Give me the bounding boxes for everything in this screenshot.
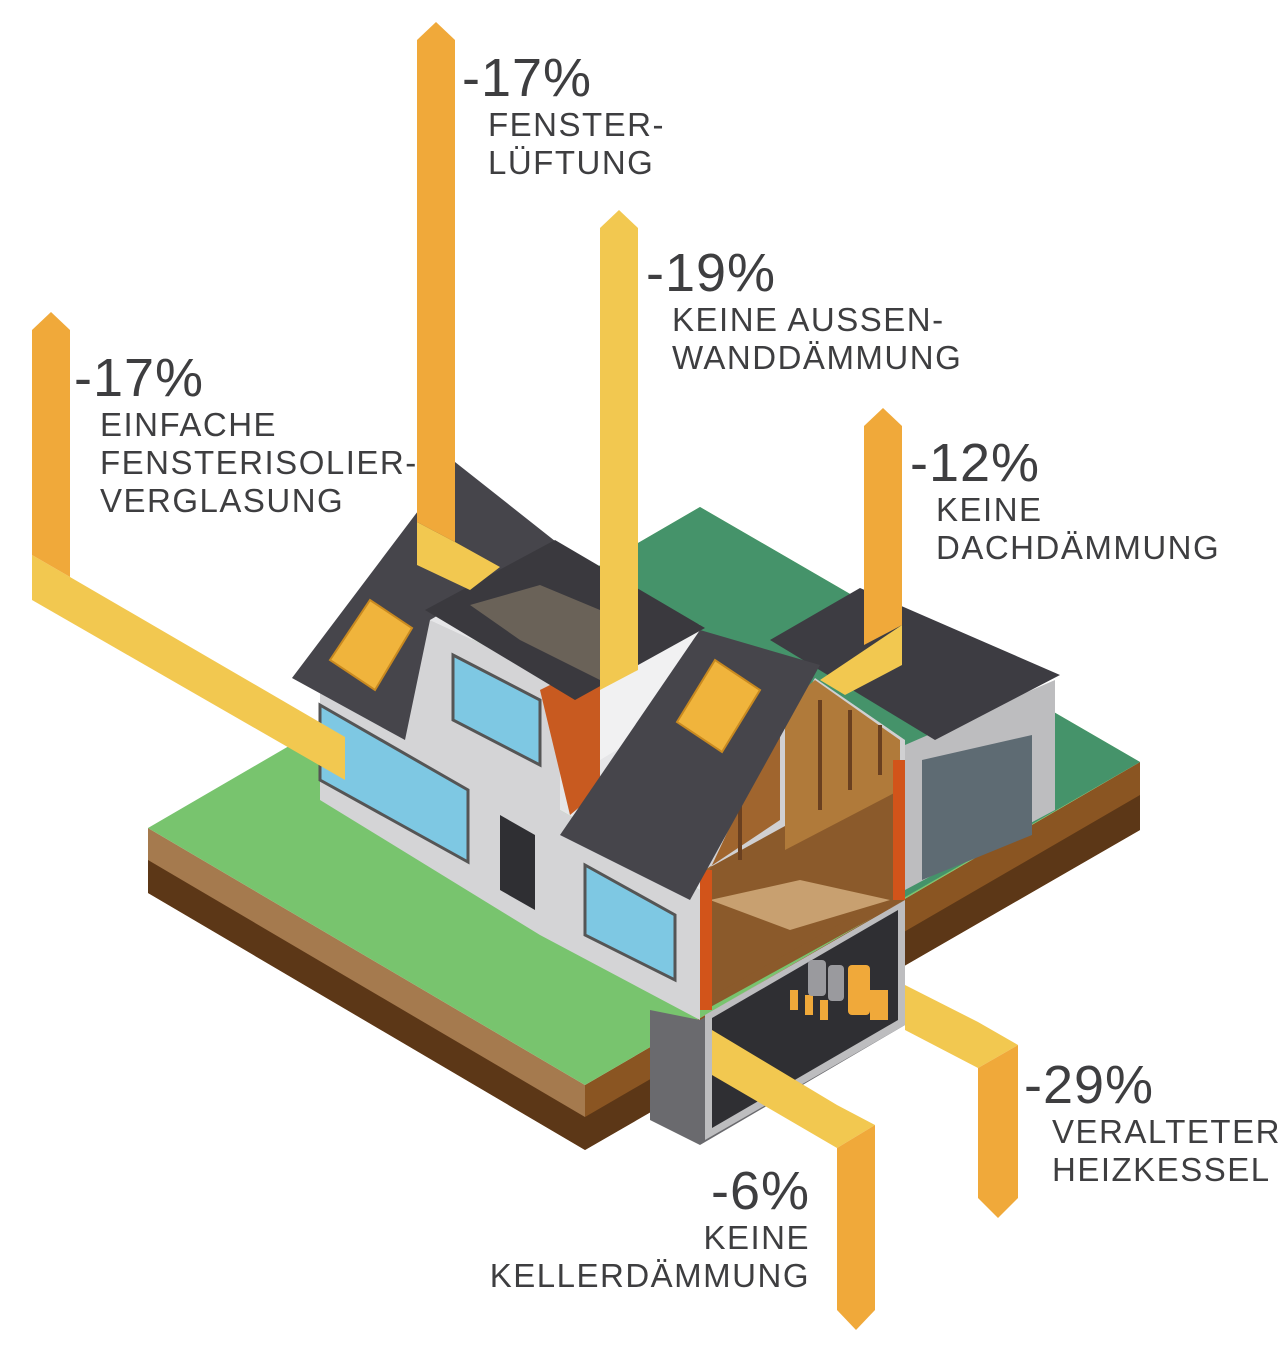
desc-line: FENSTERISOLIER- (100, 444, 418, 481)
percent: -29% (1024, 1055, 1155, 1115)
desc-line: LÜFTUNG (488, 144, 655, 181)
desc-line: HEIZKESSEL (1052, 1151, 1271, 1188)
label-wall-insulation: -19% KEINE AUSSEN- WANDDÄMMUNG (646, 245, 962, 377)
desc-line: DACHDÄMMUNG (936, 529, 1221, 566)
label-window-ventilation: -17% FENSTER- LÜFTUNG (462, 50, 665, 182)
percent: -17% (462, 48, 593, 108)
desc-line: KELLERDÄMMUNG (489, 1257, 810, 1294)
arrow-roof-insulation (820, 408, 902, 695)
desc-line: KEINE (936, 491, 1043, 528)
percent: -17% (74, 348, 205, 408)
desc-line: FENSTER- (488, 106, 665, 143)
percent: -19% (646, 243, 777, 303)
percent: -6% (710, 1161, 810, 1221)
arrow-single-glazing (32, 312, 345, 780)
arrow-basement-insulation (712, 1030, 875, 1330)
arrow-window-ventilation (417, 22, 500, 590)
garage (770, 588, 1060, 890)
label-roof-insulation: -12% KEINE DACHDÄMMUNG (910, 435, 1220, 567)
desc-line: VERALTETER (1052, 1113, 1280, 1150)
desc-line: VERGLASUNG (100, 482, 345, 519)
desc-line: KEINE (703, 1219, 810, 1256)
desc-line: WANDDÄMMUNG (672, 339, 963, 376)
desc-line: EINFACHE (100, 406, 278, 443)
arrow-wall-insulation (600, 210, 638, 690)
arrow-boiler (905, 985, 1018, 1218)
desc-line: KEINE AUSSEN- (672, 301, 945, 338)
percent: -12% (910, 433, 1041, 493)
label-basement-insulation: -6% KEINE KELLERDÄMMUNG (490, 1163, 810, 1295)
interior-cutaway (700, 678, 905, 1010)
label-single-glazing: -17% EINFACHE FENSTERISOLIER- VERGLASUNG (74, 350, 418, 520)
label-boiler: -29% VERALTETER HEIZKESSEL (1024, 1057, 1280, 1189)
